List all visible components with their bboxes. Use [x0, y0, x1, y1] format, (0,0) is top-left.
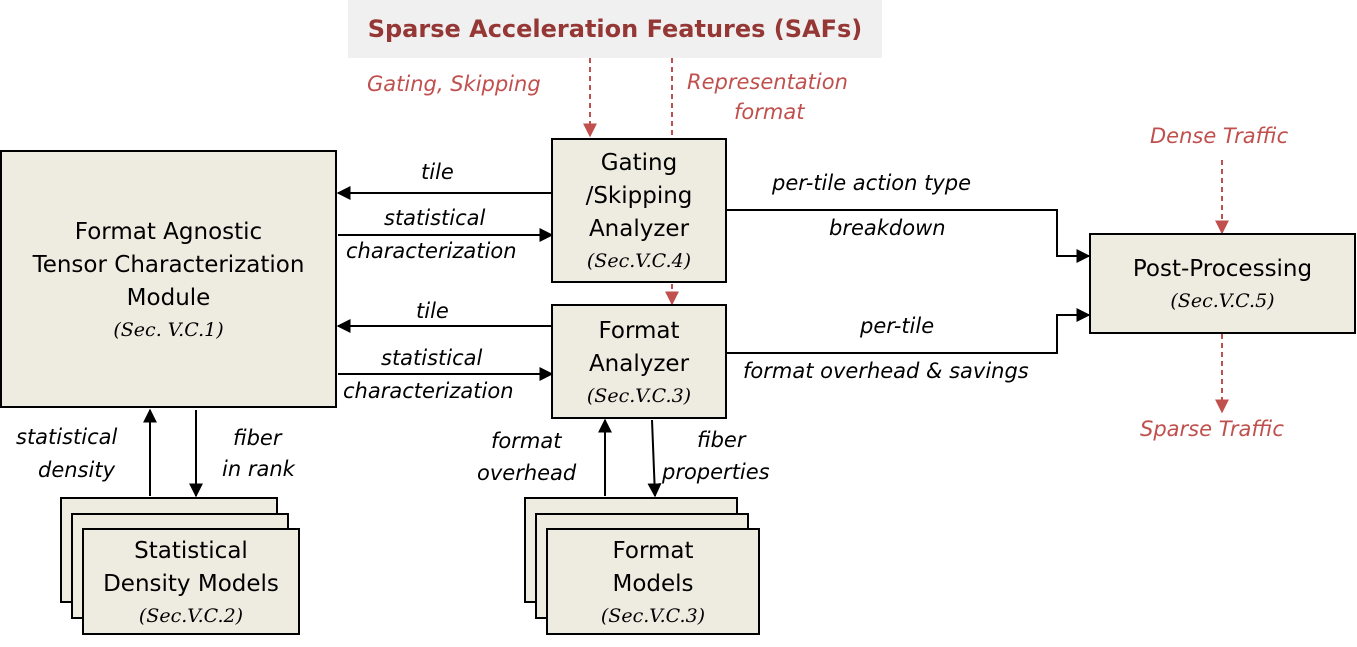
- stat-char-label-top-1: statistical: [384, 206, 486, 230]
- box-section-ref: (Sec.V.C.5): [1170, 290, 1275, 312]
- format-analyzer: Format Analyzer (Sec.V.C.3): [551, 304, 727, 419]
- format-overhead-label-1: per-tile: [860, 314, 935, 338]
- box-title-line: Format: [612, 537, 694, 564]
- box-title-line: Density Models: [103, 570, 279, 597]
- representation-label: Representation: [687, 70, 848, 94]
- box-section-ref: (Sec.V.C.4): [586, 250, 692, 272]
- arrow-format-overhead: [726, 308, 1091, 354]
- statistical-density-models: Statistical Density Models (Sec.V.C.2): [82, 528, 300, 635]
- fiber-rank-label-2: in rank: [222, 457, 295, 481]
- format-overhead-models-label-2: overhead: [477, 461, 577, 485]
- box-section-ref: (Sec.V.C.3): [586, 384, 692, 407]
- arrow-fiber-props-down: [647, 419, 662, 498]
- box-title-line: Format: [598, 317, 680, 344]
- arrow-action-type: [726, 209, 1091, 263]
- action-type-label-1: per-tile action type: [772, 171, 972, 195]
- stat-char-label-bottom-2: characterization: [343, 379, 514, 403]
- box-title-line: Statistical: [134, 537, 248, 564]
- format-overhead-models-label-1: format: [491, 429, 562, 453]
- fiber-props-label-1: fiber: [697, 428, 746, 452]
- box-title-line: Gating: [600, 150, 678, 176]
- box-section-ref: (Sec.V.C.2): [138, 604, 244, 627]
- box-title-line: Format Agnostic: [74, 218, 263, 245]
- representation-format-label: format: [734, 100, 805, 124]
- gating-skipping-label: Gating, Skipping: [367, 72, 541, 96]
- post-processing: Post-Processing (Sec.V.C.5): [1089, 233, 1356, 334]
- density-label-2: density: [38, 458, 115, 482]
- box-title-line: Models: [612, 570, 694, 597]
- action-type-label-2: breakdown: [829, 216, 946, 240]
- box-section-ref: (Sec.V.C.3): [600, 604, 706, 627]
- format-models: Format Models (Sec.V.C.3): [546, 528, 760, 635]
- box-title-line: Tensor Characterization: [32, 251, 305, 278]
- box-title-line: Post-Processing: [1132, 256, 1313, 282]
- stat-char-label-bottom-1: statistical: [381, 346, 483, 370]
- stat-char-label-top-2: characterization: [346, 239, 517, 263]
- density-label-1: statistical: [16, 425, 118, 449]
- tile-label-top: tile: [421, 160, 454, 184]
- box-title-line: Analyzer: [588, 216, 690, 242]
- box-title-line: /Skipping: [585, 183, 693, 209]
- sparse-traffic-label: Sparse Traffic: [1140, 417, 1284, 441]
- format-overhead-label-2: format overhead & savings: [743, 359, 1029, 383]
- dense-traffic-label: Dense Traffic: [1150, 124, 1289, 148]
- saf-title: Sparse Acceleration Features (SAFs): [348, 0, 882, 58]
- fiber-rank-label-1: fiber: [233, 426, 282, 450]
- tensor-characterization-module: Format Agnostic Tensor Characterization …: [0, 150, 337, 408]
- tile-label-bottom: tile: [416, 299, 449, 323]
- box-section-ref: (Sec. V.C.1): [113, 318, 224, 341]
- fiber-props-label-2: properties: [662, 460, 770, 484]
- gating-skipping-analyzer: Gating /Skipping Analyzer (Sec.V.C.4): [551, 138, 727, 283]
- box-title-line: Module: [126, 284, 211, 311]
- box-title-line: Analyzer: [588, 350, 690, 377]
